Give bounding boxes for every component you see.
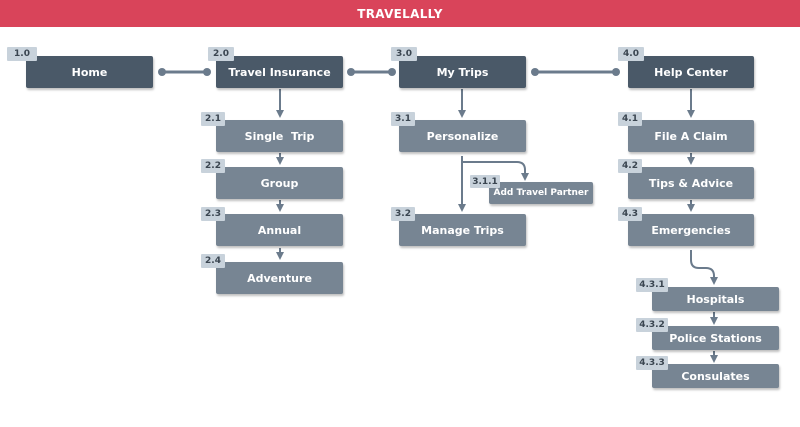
node-police-stations[interactable]: Police Stations <box>652 326 779 350</box>
node-single-trip[interactable]: Single Trip <box>216 120 343 152</box>
node-travel-insurance-id: 2.0 <box>208 47 234 61</box>
node-manage-trips-label: Manage Trips <box>421 223 504 237</box>
node-my-trips[interactable]: My Trips <box>399 56 526 88</box>
node-home[interactable]: Home <box>26 56 153 88</box>
node-my-trips-label: My Trips <box>436 65 489 79</box>
node-annual-id: 2.3 <box>201 207 225 221</box>
node-personalize[interactable]: Personalize <box>399 120 526 152</box>
node-emergencies-label: Emergencies <box>651 223 731 237</box>
node-hospitals-label: Hospitals <box>686 292 745 306</box>
node-group-id: 2.2 <box>201 159 225 173</box>
node-tips-advice-id: 4.2 <box>618 159 642 173</box>
app-title: TRAVELALLY <box>357 6 443 21</box>
node-file-a-claim[interactable]: File A Claim <box>628 120 754 152</box>
arrow-emergencies-hospitals <box>690 250 718 285</box>
node-police-stations-id: 4.3.2 <box>636 318 668 332</box>
node-tips-advice[interactable]: Tips & Advice <box>628 167 754 199</box>
node-consulates-label: Consulates <box>681 369 750 383</box>
node-single-trip-id: 2.1 <box>201 112 225 126</box>
node-help-center[interactable]: Help Center <box>628 56 754 88</box>
node-group[interactable]: Group <box>216 167 343 199</box>
node-add-travel-partner-label: Add Travel Partner <box>493 188 589 198</box>
node-group-label: Group <box>260 176 299 190</box>
node-add-travel-partner-id: 3.1.1 <box>470 175 500 188</box>
app-header: TRAVELALLY <box>0 0 800 27</box>
node-emergencies[interactable]: Emergencies <box>628 214 754 246</box>
node-adventure-id: 2.4 <box>201 254 225 268</box>
arrow-personalize-partner <box>462 161 529 181</box>
node-file-a-claim-id: 4.1 <box>618 112 642 126</box>
node-help-center-id: 4.0 <box>618 47 644 61</box>
node-police-stations-label: Police Stations <box>669 331 762 345</box>
node-travel-insurance[interactable]: Travel Insurance <box>216 56 343 88</box>
node-file-a-claim-label: File A Claim <box>654 129 728 143</box>
node-annual-label: Annual <box>257 223 302 237</box>
node-manage-trips-id: 3.2 <box>391 207 415 221</box>
node-manage-trips[interactable]: Manage Trips <box>399 214 526 246</box>
node-personalize-label: Personalize <box>426 129 499 143</box>
node-single-trip-label: Single Trip <box>244 129 315 143</box>
node-adventure-label: Adventure <box>247 271 312 285</box>
node-adventure[interactable]: Adventure <box>216 262 343 294</box>
node-add-travel-partner[interactable]: Add Travel Partner <box>489 182 593 204</box>
node-annual[interactable]: Annual <box>216 214 343 246</box>
node-personalize-id: 3.1 <box>391 112 415 126</box>
node-tips-advice-label: Tips & Advice <box>648 176 734 190</box>
node-hospitals-id: 4.3.1 <box>636 278 668 292</box>
node-home-id: 1.0 <box>7 47 37 61</box>
node-travel-insurance-label: Travel Insurance <box>228 65 331 79</box>
node-help-center-label: Help Center <box>654 65 728 79</box>
node-home-label: Home <box>71 65 108 79</box>
node-emergencies-id: 4.3 <box>618 207 642 221</box>
node-consulates-id: 4.3.3 <box>636 356 668 370</box>
node-hospitals[interactable]: Hospitals <box>652 287 779 311</box>
node-my-trips-id: 3.0 <box>391 47 417 61</box>
node-consulates[interactable]: Consulates <box>652 364 779 388</box>
